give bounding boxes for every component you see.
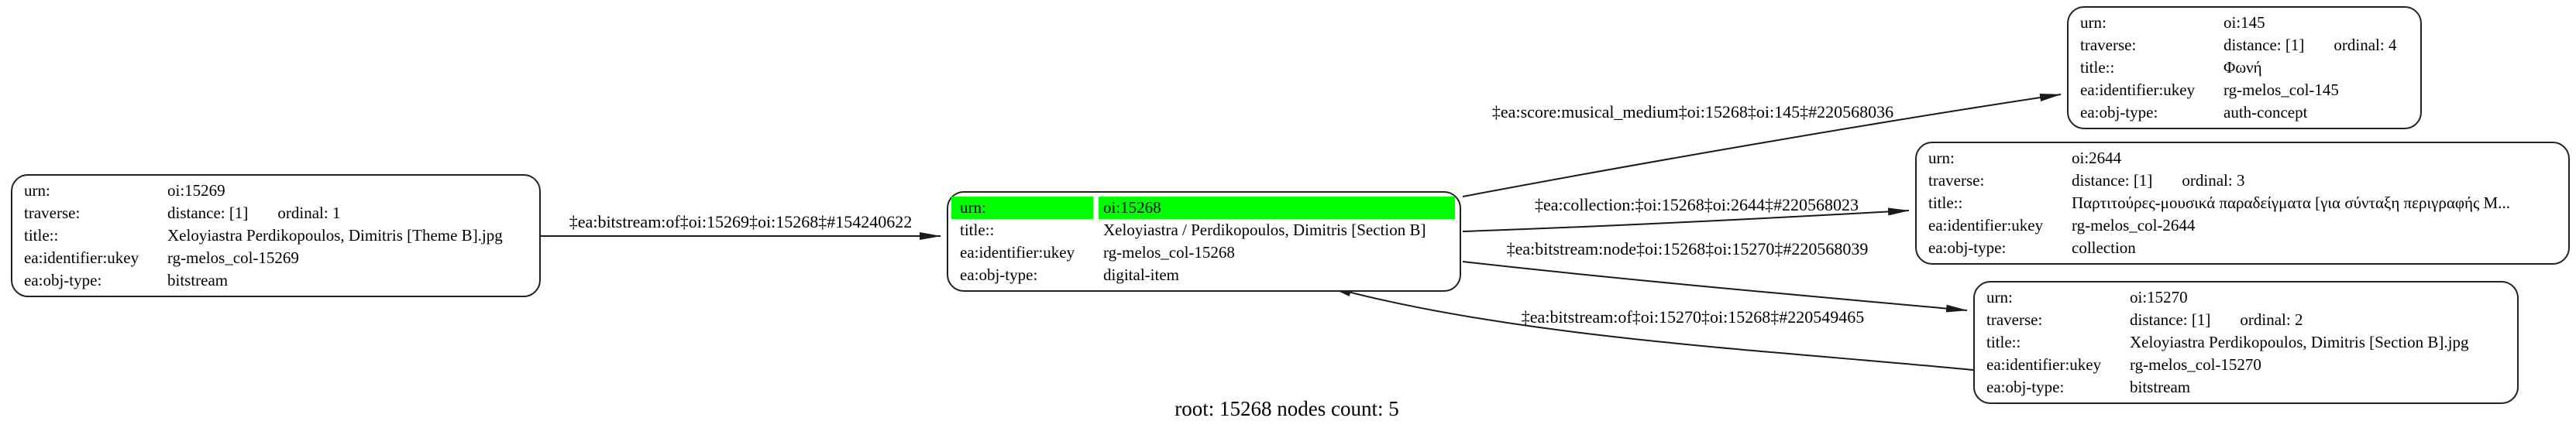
edge-bitstream-node-15268-to-15270 bbox=[1462, 261, 1968, 313]
node-oi-15269[interactable]: urn: oi:15269 traverse: distance: [1] or… bbox=[11, 174, 541, 297]
row-label: ea:identifier:ukey bbox=[1928, 216, 2044, 235]
edge-label-bitstream-of-15270-to-15268: ‡ea:bitstream:of‡oi:15270‡oi:15268‡#2205… bbox=[1521, 307, 1865, 327]
row-value: rg-melos_col-2644 bbox=[2072, 216, 2196, 235]
row-value: bitstream bbox=[2130, 378, 2191, 396]
row-value: digital-item bbox=[1103, 265, 1179, 284]
node-row: traverse: distance: [1] ordinal: 1 bbox=[15, 202, 536, 224]
row-label: urn: bbox=[951, 197, 1093, 219]
row-value: distance: [1] bbox=[2130, 310, 2211, 329]
row-label: title:: bbox=[1986, 333, 2021, 351]
node-oi-2644[interactable]: urn: oi:2644 traverse: distance: [1] ord… bbox=[1915, 142, 2570, 265]
node-row: title:: Φωνή bbox=[2072, 56, 2417, 79]
node-row: ea:identifier:ukey rg-melos_col-2644 bbox=[1920, 214, 2565, 237]
node-oi-15268-root[interactable]: urn: oi:15268 title:: Xeloyiastra / Perd… bbox=[947, 191, 1461, 292]
node-row: traverse: distance: [1] ordinal: 4 bbox=[2072, 34, 2417, 56]
node-row: ea:identifier:ukey rg-melos_col-15269 bbox=[15, 247, 536, 269]
row-label: traverse: bbox=[24, 204, 81, 222]
row-label: urn: bbox=[1986, 288, 2013, 306]
node-row: title:: Xeloyiastra / Perdikopoulos, Dim… bbox=[951, 219, 1457, 241]
edge-label-score-musical-medium-15268-to-145: ‡ea:score:musical_medium‡oi:15268‡oi:145… bbox=[1491, 102, 1894, 122]
row-label: ea:obj-type: bbox=[1928, 238, 2007, 257]
row-label: urn: bbox=[24, 181, 50, 200]
row-value: oi:15268 bbox=[1099, 197, 1455, 219]
node-row: title:: Xeloyiastra Perdikopoulos, Dimit… bbox=[1978, 331, 2514, 354]
row-value: rg-melos_col-15270 bbox=[2130, 355, 2261, 374]
row-label: urn: bbox=[2080, 13, 2107, 32]
graph-caption: root: 15268 nodes count: 5 bbox=[1175, 397, 1399, 420]
node-row: ea:identifier:ukey rg-melos_col-15268 bbox=[951, 241, 1457, 264]
node-row: ea:obj-type: bitstream bbox=[15, 269, 536, 292]
row-value: oi:145 bbox=[2223, 13, 2265, 32]
row-value: Παρτιτούρες-μουσικά παραδείγματα [για σύ… bbox=[2072, 193, 2510, 212]
row-value: distance: [1] bbox=[2072, 171, 2153, 190]
row-label: ea:obj-type: bbox=[960, 265, 1038, 284]
row-label: ea:identifier:ukey bbox=[960, 243, 1075, 262]
edge-label-bitstream-node-15268-to-15270: ‡ea:bitstream:node‡oi:15268‡oi:15270‡#22… bbox=[1506, 239, 1869, 259]
row-value-ordinal: ordinal: 4 bbox=[2334, 36, 2397, 54]
edge-label-bitstream-of-15269-to-15268: ‡ea:bitstream:of‡oi:15269‡oi:15268‡#1542… bbox=[569, 212, 913, 231]
row-label: title:: bbox=[1928, 193, 1963, 212]
edge-label-collection-15268-to-2644: ‡ea:collection:‡oi:15268‡oi:2644‡#220568… bbox=[1535, 195, 1859, 214]
row-label: ea:identifier:ukey bbox=[1986, 355, 2102, 374]
row-value-ordinal: ordinal: 3 bbox=[2182, 171, 2245, 190]
row-label: ea:obj-type: bbox=[24, 271, 102, 289]
row-value-ordinal: ordinal: 2 bbox=[2240, 310, 2303, 329]
node-row: ea:obj-type: auth-concept bbox=[2072, 101, 2417, 124]
node-row: title:: Xeloyiastra Perdikopoulos, Dimit… bbox=[15, 224, 536, 247]
node-row: urn: oi:15270 bbox=[1978, 286, 2514, 309]
row-value: bitstream bbox=[167, 271, 229, 289]
row-value: rg-melos_col-145 bbox=[2223, 80, 2339, 99]
row-value: rg-melos_col-15268 bbox=[1103, 243, 1235, 262]
row-label: title:: bbox=[2080, 58, 2115, 77]
row-value: Xeloyiastra Perdikopoulos, Dimitris [The… bbox=[167, 226, 503, 245]
row-value: oi:15270 bbox=[2130, 288, 2188, 306]
row-value: oi:2644 bbox=[2072, 149, 2122, 167]
node-row: traverse: distance: [1] ordinal: 3 bbox=[1920, 169, 2565, 192]
node-row: urn: oi:145 bbox=[2072, 12, 2417, 34]
row-label: ea:obj-type: bbox=[1986, 378, 2065, 396]
row-label: urn: bbox=[1928, 149, 1955, 167]
node-row: urn: oi:2644 bbox=[1920, 147, 2565, 169]
node-oi-15270[interactable]: urn: oi:15270 traverse: distance: [1] or… bbox=[1973, 281, 2519, 404]
row-label: title:: bbox=[24, 226, 59, 245]
row-value: distance: [1] bbox=[2223, 36, 2305, 54]
row-label: ea:obj-type: bbox=[2080, 103, 2158, 122]
node-oi-145[interactable]: urn: oi:145 traverse: distance: [1] ordi… bbox=[2067, 6, 2422, 129]
row-label: title:: bbox=[960, 221, 995, 239]
row-label: ea:identifier:ukey bbox=[2080, 80, 2196, 99]
node-row: ea:identifier:ukey rg-melos_col-145 bbox=[2072, 79, 2417, 101]
row-value: Xeloyiastra / Perdikopoulos, Dimitris [S… bbox=[1103, 221, 1426, 239]
row-value: Φωνή bbox=[2223, 58, 2262, 77]
row-label: traverse: bbox=[1986, 310, 2043, 329]
node-row: title:: Παρτιτούρες-μουσικά παραδείγματα… bbox=[1920, 192, 2565, 214]
row-value: rg-melos_col-15269 bbox=[167, 248, 299, 267]
row-value: collection bbox=[2072, 238, 2136, 257]
node-row: ea:identifier:ukey rg-melos_col-15270 bbox=[1978, 354, 2514, 376]
node-row-highlighted: urn: oi:15268 bbox=[951, 197, 1457, 219]
row-value-ordinal: ordinal: 1 bbox=[277, 204, 341, 222]
node-row: ea:obj-type: bitstream bbox=[1978, 376, 2514, 399]
row-value: auth-concept bbox=[2223, 103, 2308, 122]
row-label: traverse: bbox=[1928, 171, 1985, 190]
node-row: urn: oi:15269 bbox=[15, 180, 536, 202]
row-value: oi:15269 bbox=[167, 181, 225, 200]
node-row: ea:obj-type: digital-item bbox=[951, 264, 1457, 286]
node-row: ea:obj-type: collection bbox=[1920, 237, 2565, 259]
row-label: traverse: bbox=[2080, 36, 2137, 54]
node-row: traverse: distance: [1] ordinal: 2 bbox=[1978, 309, 2514, 331]
row-value: Xeloyiastra Perdikopoulos, Dimitris [Sec… bbox=[2130, 333, 2469, 351]
row-value: distance: [1] bbox=[167, 204, 249, 222]
row-label: ea:identifier:ukey bbox=[24, 248, 139, 267]
